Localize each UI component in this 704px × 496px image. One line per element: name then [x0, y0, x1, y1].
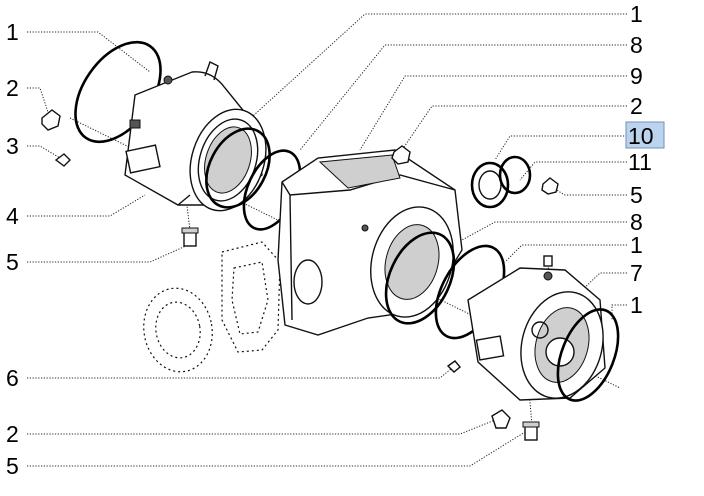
gasket-round [143, 287, 213, 373]
leader-right-1b [504, 244, 627, 263]
callout-right-9: 9 [630, 63, 643, 89]
leader-right-11 [519, 161, 627, 181]
callout-right-1c: 1 [630, 292, 643, 318]
drain-plug-left [181, 227, 199, 247]
callout-10-highlight [625, 121, 665, 149]
leader-left-6 [27, 367, 453, 379]
callout-left-4: 4 [6, 203, 19, 229]
leader-right-1c [611, 304, 627, 320]
callout-left-6: 6 [6, 365, 19, 391]
left-housing [124, 61, 267, 212]
leader-right-2a [401, 105, 627, 151]
leader-right-7 [579, 272, 627, 293]
axis-drain-right [527, 379, 533, 426]
callout-right-7: 7 [630, 260, 643, 286]
callout-right-2: 2 [630, 93, 643, 119]
left-inner-oring [205, 127, 271, 209]
callout-right-11: 11 [628, 149, 652, 175]
callout-left-5b: 5 [6, 453, 19, 479]
seal-10 [470, 161, 510, 209]
callout-right-1b: 1 [630, 232, 643, 258]
callout-right-8b: 8 [630, 209, 643, 235]
right-housing [467, 267, 606, 401]
leader-left-3 [27, 145, 61, 159]
callout-right-8: 8 [630, 32, 643, 58]
callout-right-5: 5 [630, 182, 643, 208]
leader-left-5b [27, 431, 526, 467]
callouts-right: 1 8 9 2 10 11 5 8 1 7 1 [628, 1, 654, 318]
leader-left-4 [27, 194, 146, 217]
plug-nut-left [41, 109, 61, 131]
callout-left-3: 3 [6, 133, 19, 159]
leader-left-1 [27, 31, 151, 73]
plug-nut-2-bottom [491, 409, 511, 429]
callout-left-5: 5 [6, 249, 19, 275]
drain-plug-right [522, 421, 540, 441]
callout-right-1: 1 [630, 1, 643, 27]
leader-right-5 [552, 187, 627, 196]
bolt-6 [446, 360, 461, 373]
leader-right-1a [242, 13, 627, 126]
callout-left-1: 1 [6, 19, 19, 45]
gasket-shaped [221, 241, 281, 353]
leader-left-2b [27, 419, 496, 435]
vent-right [543, 255, 553, 267]
callout-left-2: 2 [6, 75, 19, 101]
leader-right-9 [359, 75, 627, 151]
plug-nut-center [391, 145, 411, 165]
right-end-oring [556, 308, 620, 402]
plug-5-right [541, 177, 559, 195]
leader-left-5a [27, 244, 189, 263]
callouts-left: 1 2 3 4 5 6 2 5 [6, 19, 19, 479]
callout-right-10: 10 [628, 123, 654, 149]
leader-right-8a [299, 44, 627, 151]
center-right-oring [384, 231, 456, 325]
leader-right-8b [461, 221, 627, 241]
callout-left-2b: 2 [6, 421, 19, 447]
bolt-left [54, 153, 71, 167]
center-housing [277, 149, 463, 336]
seal-11 [498, 155, 532, 195]
leader-left-2a [27, 87, 49, 113]
